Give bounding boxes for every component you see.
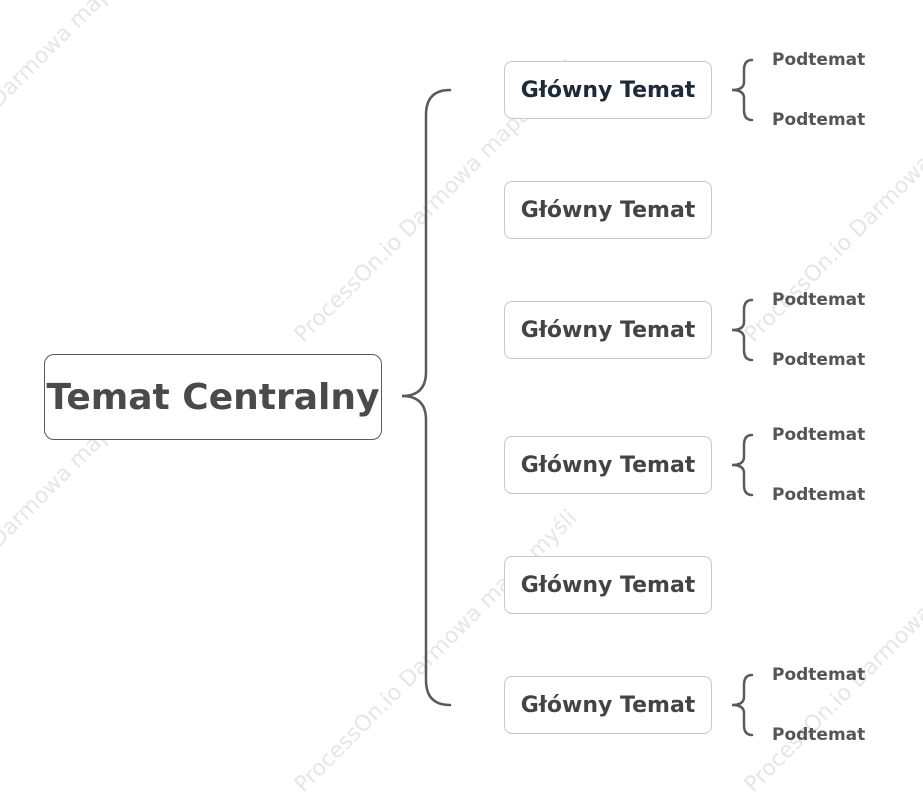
main-bracket	[401, 88, 452, 707]
main-topic-4[interactable]: Główny Temat	[504, 436, 712, 494]
central-topic[interactable]: Temat Centralny	[44, 354, 382, 440]
main-topic-6[interactable]: Główny Temat	[504, 676, 712, 734]
subtopic[interactable]: Podtemat	[772, 725, 866, 745]
subtopic[interactable]: Podtemat	[772, 485, 866, 505]
subtopic[interactable]: Podtemat	[772, 110, 866, 130]
subtopic[interactable]: Podtemat	[772, 665, 866, 685]
main-topic-3[interactable]: Główny Temat	[504, 301, 712, 359]
sub-bracket	[731, 298, 754, 362]
sub-bracket	[731, 673, 754, 737]
subtopic[interactable]: Podtemat	[772, 50, 866, 70]
sub-bracket	[731, 58, 754, 122]
main-topic-1[interactable]: Główny Temat	[504, 61, 712, 119]
main-topic-2[interactable]: Główny Temat	[504, 181, 712, 239]
subtopic[interactable]: Podtemat	[772, 290, 866, 310]
sub-bracket	[731, 433, 754, 497]
main-topic-5[interactable]: Główny Temat	[504, 556, 712, 614]
subtopic[interactable]: Podtemat	[772, 425, 866, 445]
subtopic[interactable]: Podtemat	[772, 350, 866, 370]
